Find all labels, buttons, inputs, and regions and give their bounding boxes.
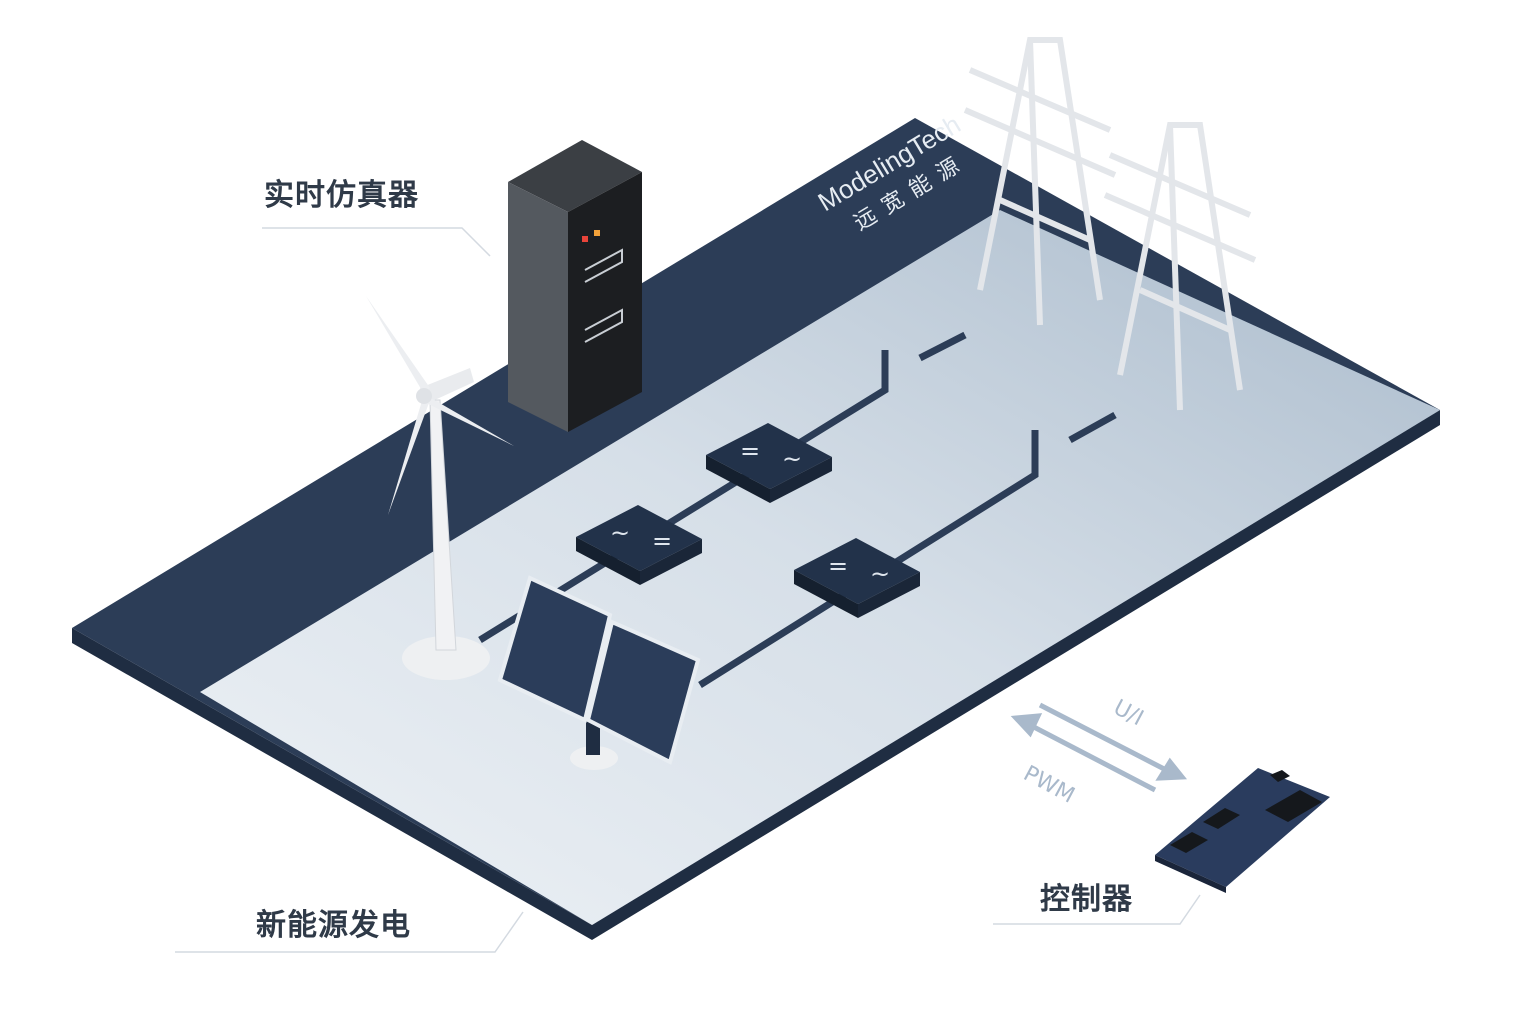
arrow-head-right-icon <box>1155 757 1188 781</box>
svg-text:=: = <box>828 552 848 580</box>
signal-arrows <box>1010 702 1188 793</box>
solar-panel <box>497 575 701 770</box>
converter-2: ~ = <box>576 505 702 585</box>
renewable-generation-label: 新能源发电 <box>256 908 411 943</box>
svg-text:=: = <box>740 437 760 465</box>
svg-text:~: ~ <box>870 560 890 588</box>
pwm-signal-label: PWM <box>1019 761 1078 808</box>
leader-lines <box>175 227 1201 953</box>
ui-signal-label: U/I <box>1109 695 1147 731</box>
wind-turbine <box>366 296 514 680</box>
svg-text:~: ~ <box>782 445 802 473</box>
transmission-tower-2 <box>1103 122 1257 411</box>
pwm-arrow <box>1028 722 1157 793</box>
svg-text:~: ~ <box>610 519 630 547</box>
transmission-tower-1 <box>963 37 1117 326</box>
simulator-cabinet <box>508 140 642 432</box>
converter-3: = ~ <box>794 538 920 618</box>
converter-1: = ~ <box>706 423 832 503</box>
controller-board <box>1155 768 1330 893</box>
svg-text:=: = <box>652 527 672 555</box>
ui-arrow <box>1038 702 1172 775</box>
controller-label: 控制器 <box>1040 882 1133 917</box>
arrow-head-left-icon <box>1010 713 1043 738</box>
simulator-label: 实时仿真器 <box>264 178 419 213</box>
